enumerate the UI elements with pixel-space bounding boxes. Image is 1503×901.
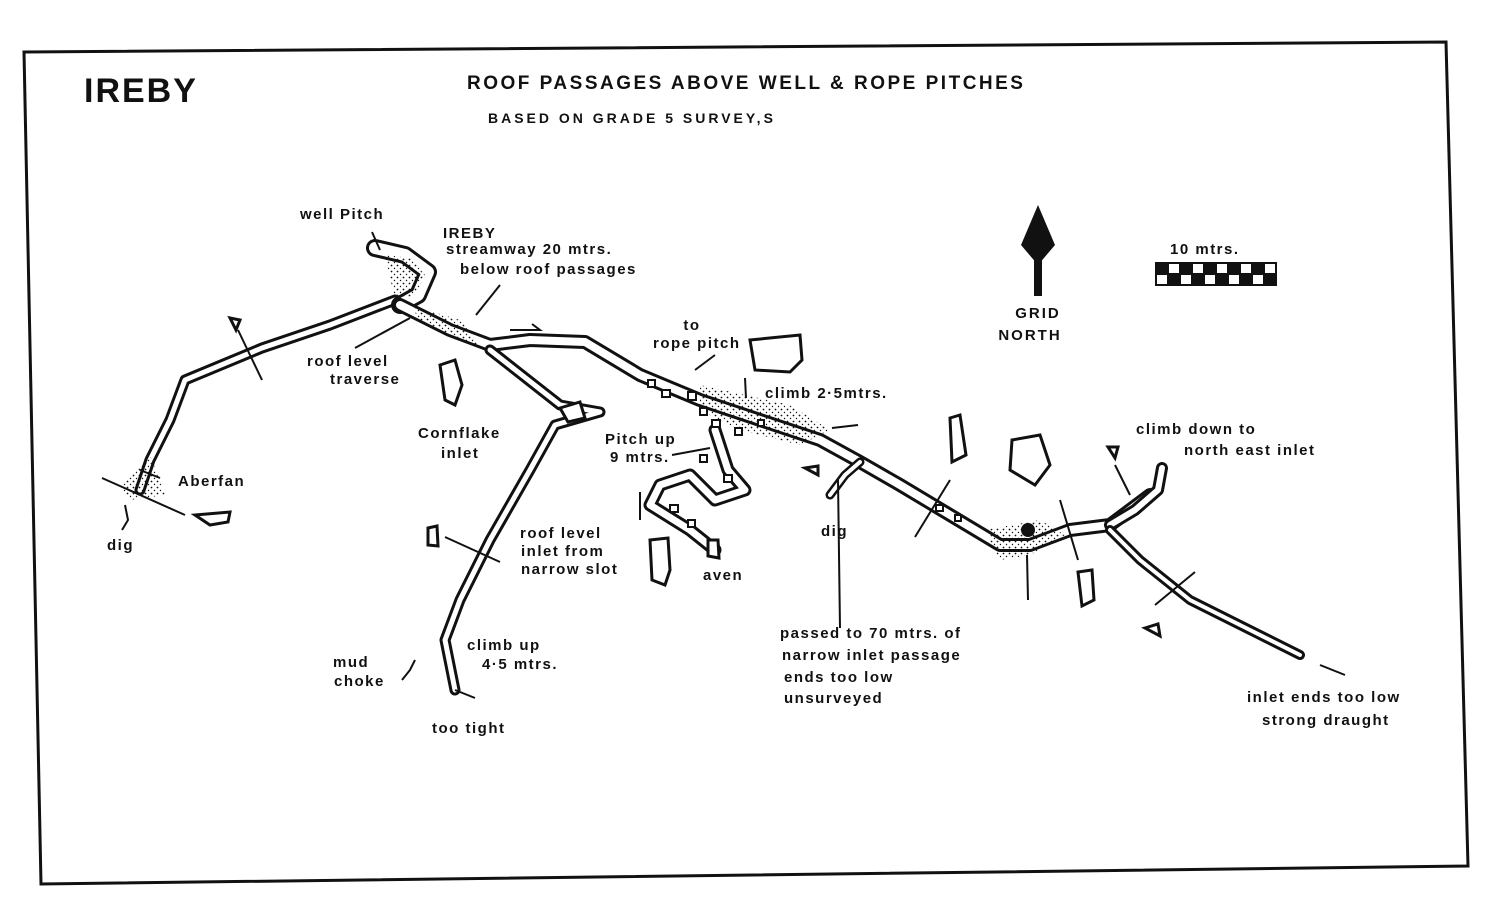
- label-to-rope-1: to: [683, 317, 701, 334]
- label-cornflake-1: Cornflake: [418, 425, 501, 442]
- label-climb-2-5: climb 2·5mtrs.: [765, 385, 888, 402]
- label-aven: aven: [703, 567, 744, 584]
- label-mud-2: choke: [334, 673, 385, 690]
- map-frame: [22, 40, 1470, 886]
- label-climb-down-1: climb down to: [1136, 421, 1257, 438]
- cave-passages: [134, 239, 1305, 696]
- label-roof-traverse-1: roof level: [307, 353, 389, 370]
- north-arrow-icon: [1021, 205, 1055, 296]
- label-dig-left: dig: [107, 537, 134, 554]
- label-ireby-stream-1: IREBY: [443, 225, 497, 242]
- label-cornflake-2: inlet: [441, 445, 480, 462]
- label-passed-4: unsurveyed: [784, 690, 884, 707]
- label-passed-2: narrow inlet passage: [782, 647, 962, 664]
- north-label-1: GRID: [1015, 305, 1061, 322]
- label-inlet-ends-2: strong draught: [1262, 712, 1390, 729]
- label-roof-inlet-2: inlet from: [521, 543, 605, 560]
- label-inlet-ends-1: inlet ends too low: [1247, 689, 1401, 706]
- label-well-pitch: well Pitch: [300, 206, 385, 223]
- label-aberfan: Aberfan: [178, 473, 246, 490]
- scale-bar-label: 10 mtrs.: [1170, 241, 1240, 258]
- map-heading: ROOF PASSAGES ABOVE WELL & ROPE PITCHES: [467, 73, 1026, 94]
- label-climb-up-2: 4·5 mtrs.: [482, 656, 559, 673]
- map-title: IREBY: [84, 72, 198, 110]
- shaft-marker: [1021, 523, 1035, 537]
- label-roof-inlet-1: roof level: [520, 525, 602, 542]
- survey-marks: [101, 329, 1196, 606]
- label-roof-traverse-2: traverse: [330, 371, 401, 388]
- passage-se-inlet: [1105, 525, 1305, 660]
- label-ireby-stream-2: streamway 20 mtrs.: [446, 241, 613, 258]
- label-climb-down-2: north east inlet: [1184, 442, 1316, 459]
- label-to-rope-2: rope pitch: [653, 335, 741, 352]
- leader-lines: [121, 231, 1346, 699]
- label-passed-1: passed to 70 mtrs. of: [780, 625, 962, 642]
- chambers: [190, 315, 1162, 639]
- map-subheading: BASED ON GRADE 5 SURVEY,S: [488, 110, 776, 126]
- label-passed-3: ends too low: [784, 669, 894, 686]
- label-too-tight: too tight: [432, 720, 506, 737]
- sediment-areas: [120, 255, 1065, 560]
- label-ireby-stream-3: below roof passages: [460, 261, 637, 278]
- label-pitch-up-2: 9 mtrs.: [610, 449, 670, 466]
- label-roof-inlet-3: narrow slot: [521, 561, 619, 578]
- boulders: [647, 379, 962, 528]
- label-climb-up-1: climb up: [467, 637, 541, 654]
- north-label-2: NORTH: [998, 327, 1062, 344]
- label-mud-1: mud: [333, 654, 370, 671]
- label-dig-mid: dig: [821, 523, 848, 540]
- label-pitch-up-1: Pitch up: [605, 431, 677, 448]
- scale-bar: [1155, 262, 1277, 286]
